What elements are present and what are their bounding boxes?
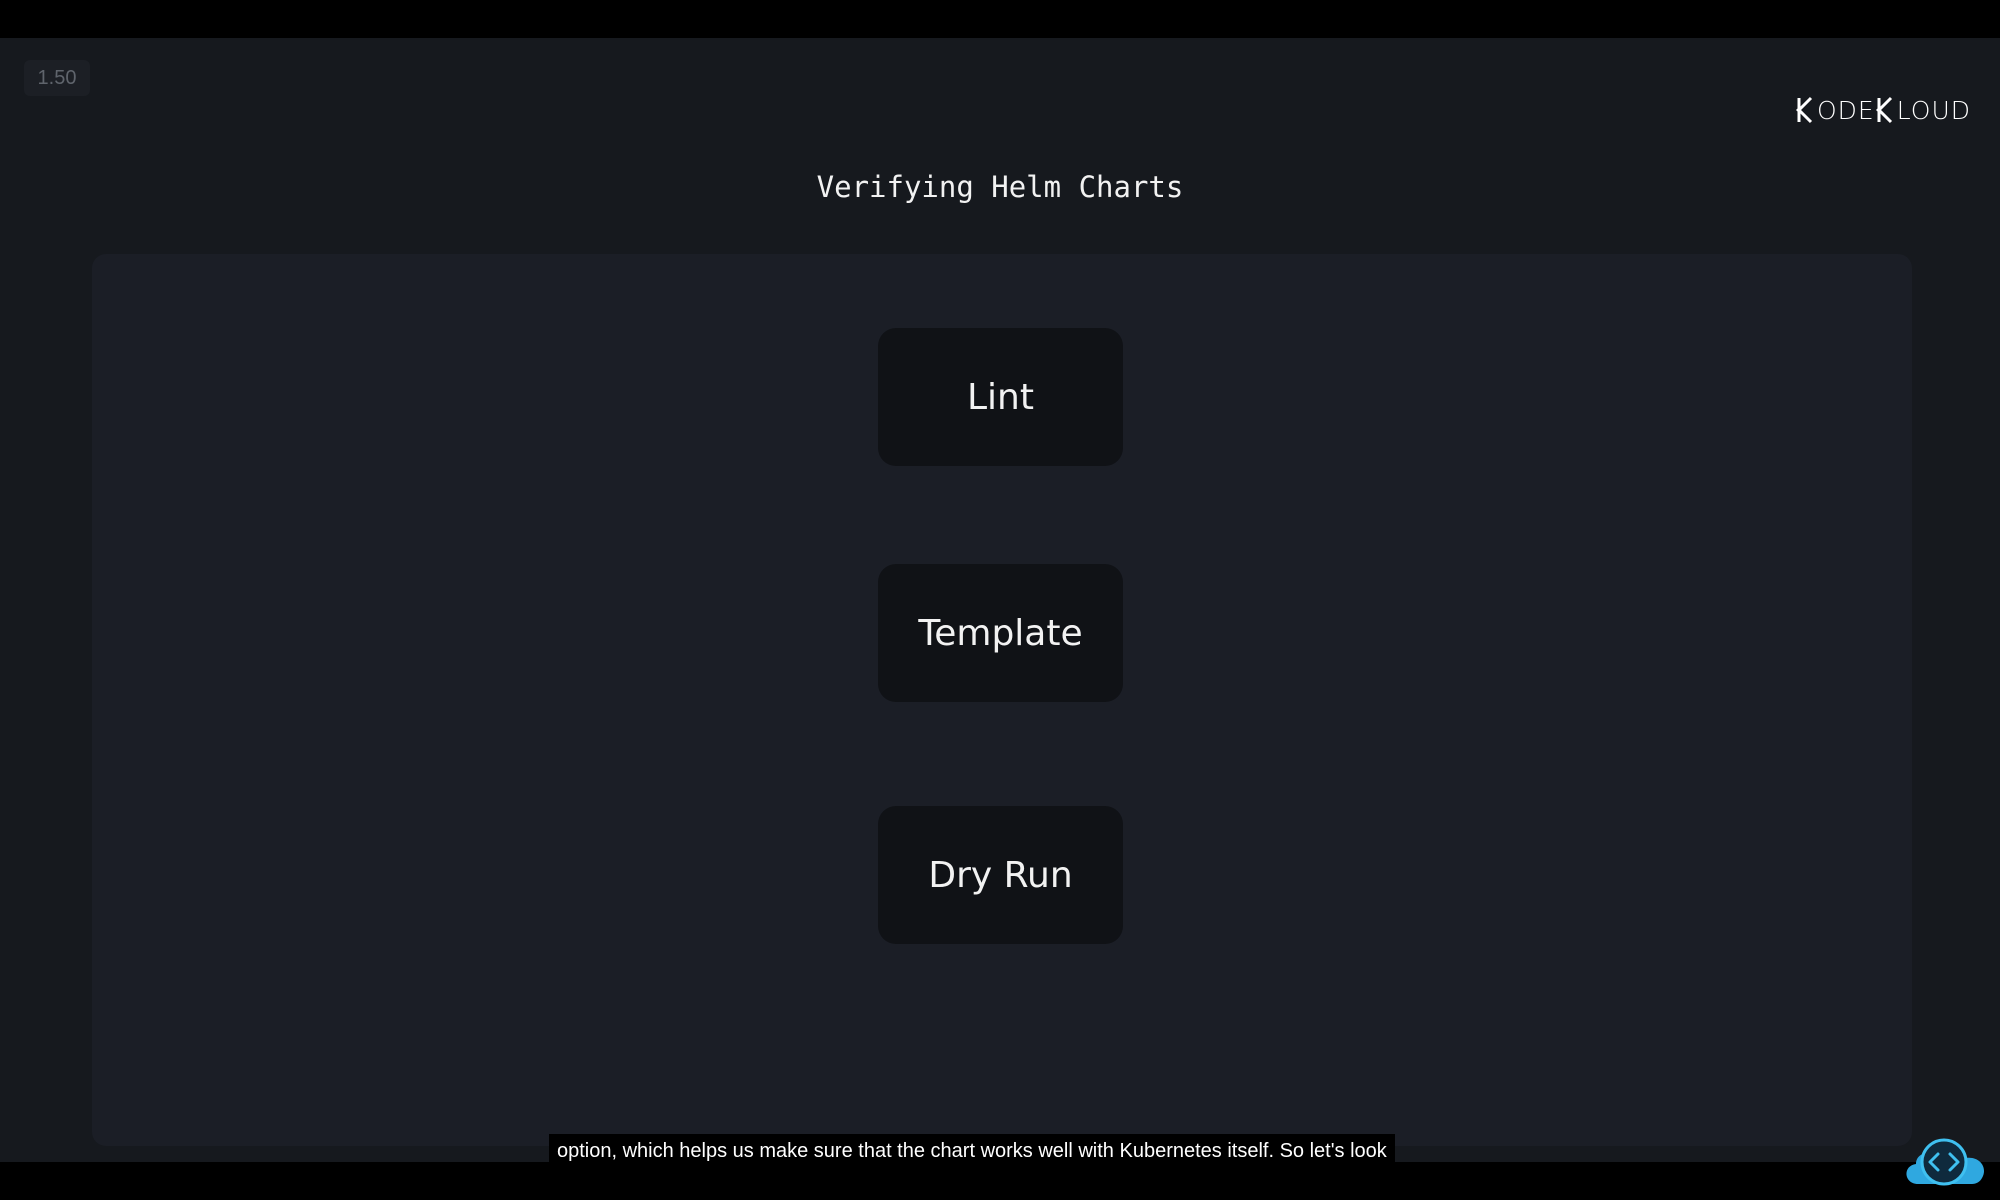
code-cloud-icon[interactable] xyxy=(1900,1132,1990,1192)
logo-text-part2: LOUD xyxy=(1896,95,1971,125)
kodekloud-logo: ODE LOUD xyxy=(1796,94,1971,126)
logo-text-part1: ODE xyxy=(1817,95,1875,125)
lint-card: Lint xyxy=(878,328,1123,466)
top-letterbox-bar xyxy=(0,0,2000,38)
slide-title: Verifying Helm Charts xyxy=(816,170,1184,204)
logo-k-icon xyxy=(1875,96,1892,124)
template-card: Template xyxy=(878,564,1123,702)
playback-speed-badge[interactable]: 1.50 xyxy=(24,60,90,96)
logo-k-icon xyxy=(1796,96,1813,124)
dry-run-card: Dry Run xyxy=(878,806,1123,944)
subtitle-caption: option, which helps us make sure that th… xyxy=(549,1134,1395,1168)
bottom-letterbox-bar xyxy=(0,1162,2000,1200)
